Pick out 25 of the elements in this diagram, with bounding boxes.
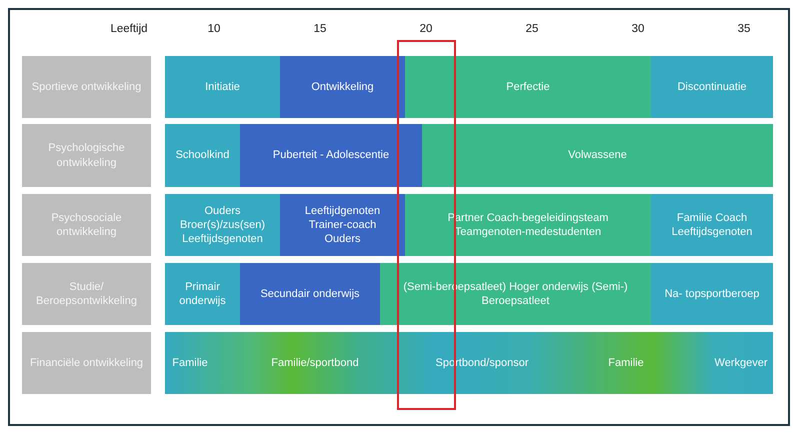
age-tick-label: 15 [314, 23, 326, 35]
band-text: Familie [172, 356, 208, 370]
band-text: Familie [608, 356, 644, 370]
phase-bar: Ontwikkeling [280, 56, 405, 118]
band-text: Familie/sportbond [271, 356, 359, 370]
age-tick-label: 30 [632, 23, 644, 35]
age-tick-label: 35 [738, 23, 750, 35]
age-tick-label: 25 [526, 23, 538, 35]
axis-title: Leeftijd [110, 23, 148, 35]
phase-bar: Initiatie [165, 56, 280, 118]
phase-bar: Familie Coach Leeftijdsgenoten [651, 194, 773, 256]
phase-bar: Puberteit - Adolescentie [240, 124, 422, 187]
phase-bar: Na- topsportberoep [651, 263, 773, 325]
phase-bar: Ouders Broer(s)/zus(sen) Leeftijdsgenoten [165, 194, 280, 256]
age-tick-label: 20 [420, 23, 432, 35]
band-text: Werkgever [714, 356, 768, 370]
phase-bar: Secundair onderwijs [240, 263, 380, 325]
gradient-band [165, 332, 773, 394]
phase-bar: Leeftijdgenoten Trainer-coach Ouders [280, 194, 405, 256]
phase-bar: Discontinuatie [651, 56, 773, 118]
phase-bar: Schoolkind [165, 124, 240, 187]
age-tick-label: 10 [208, 23, 220, 35]
phase-bar: Perfectie [405, 56, 651, 118]
phase-bar: Volwassene [422, 124, 773, 187]
phase-bar: Primair onderwijs [165, 263, 240, 325]
